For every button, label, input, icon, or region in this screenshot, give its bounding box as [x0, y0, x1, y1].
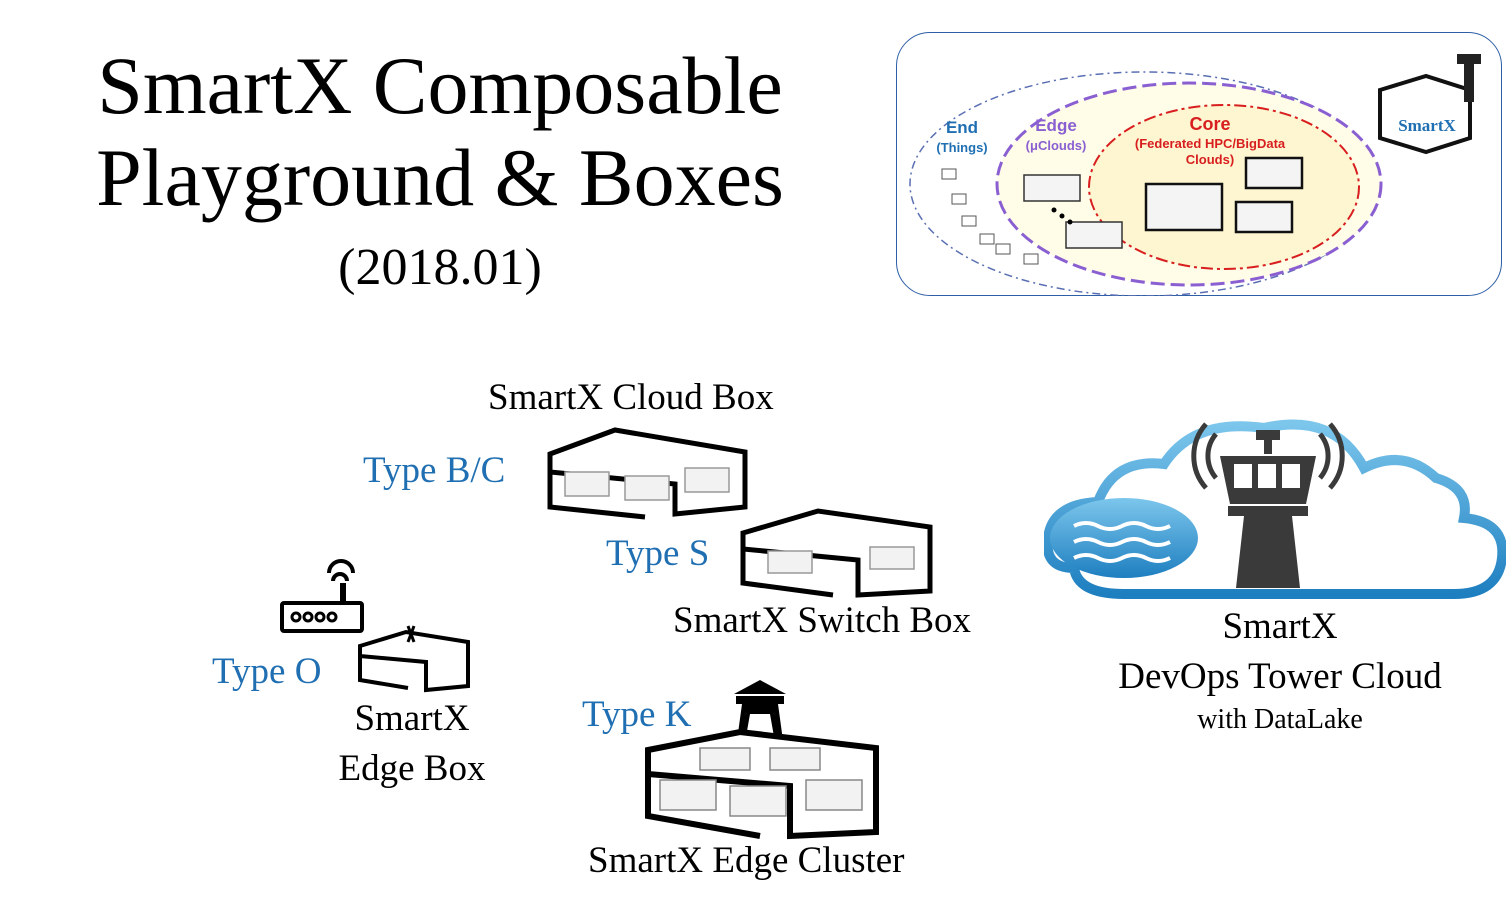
smartx-logo-text: SmartX [1398, 116, 1456, 135]
page-title: SmartX Composable Playground & Boxes [40, 40, 840, 224]
core-sublabel-2: Clouds) [1185, 152, 1235, 167]
core-clouds [1144, 156, 1304, 234]
playground-inset [896, 32, 1502, 296]
playground-diagram [909, 54, 1481, 296]
wifi-router-icon [280, 559, 364, 633]
thing-device [941, 168, 957, 180]
datalake-icon [1050, 498, 1198, 578]
switch-box-icon [740, 508, 933, 598]
core-sublabel-1: (Federated HPC/BigData [1134, 136, 1286, 151]
tower-name-line-3: with DataLake [1197, 704, 1363, 735]
control-tower-icon [1220, 430, 1316, 588]
smartx-logo-icon [1378, 54, 1481, 155]
edge-label: Edge [1035, 116, 1077, 135]
cloud-box-type: Type B/C [363, 450, 506, 491]
switch-box-name: SmartX Switch Box [673, 600, 972, 641]
thing-device [995, 243, 1011, 255]
cloud-box-icon [547, 427, 748, 520]
core-cloud-box [1244, 156, 1304, 190]
core-cloud-box [1234, 200, 1294, 234]
edge-cluster-name: SmartX Edge Cluster [588, 840, 905, 881]
ellipsis-dots [1051, 207, 1073, 225]
thing-device [951, 193, 967, 205]
end-sublabel: (Things) [936, 140, 988, 155]
edge-cluster-type: Type K [582, 694, 692, 735]
tower-name-line-1: SmartX [1222, 606, 1338, 647]
tower-name-line-2: DevOps Tower Cloud [1118, 656, 1442, 697]
ellipsis-dot [1059, 213, 1065, 219]
switch-box-type: Type S [606, 533, 710, 574]
logo-box-outline [1378, 73, 1472, 155]
title-line-1: SmartX Composable [97, 40, 783, 131]
thing-device [979, 233, 995, 245]
logo-tower-cab [1457, 54, 1481, 64]
title-date: (2018.01) [338, 239, 542, 296]
thing-device [1023, 253, 1039, 265]
ellipsis-dot [1051, 207, 1057, 213]
edge-sublabel: (μClouds) [1025, 138, 1087, 153]
core-label: Core [1189, 114, 1231, 134]
logo-tower [1464, 62, 1474, 102]
edge-box-name-line-2: Edge Box [338, 748, 486, 789]
edge-cluster-icon [645, 680, 879, 840]
edge-box-icon [358, 625, 470, 693]
core-cloud-box [1144, 182, 1224, 232]
edge-cloud-box [1065, 221, 1123, 249]
devops-tower-cloud-icon [1044, 419, 1506, 599]
thing-device [961, 215, 977, 227]
edge-box-type: Type O [212, 651, 322, 692]
edge-cloud-box [1023, 174, 1081, 202]
cloud-box-name: SmartX Cloud Box [488, 377, 774, 418]
edge-clouds [1023, 174, 1123, 249]
edge-box-name-line-1: SmartX [354, 698, 470, 739]
things-devices [941, 168, 1039, 265]
ellipsis-dot [1067, 219, 1073, 225]
end-label: End [945, 118, 979, 137]
title-line-2: Playground & Boxes [96, 132, 784, 223]
